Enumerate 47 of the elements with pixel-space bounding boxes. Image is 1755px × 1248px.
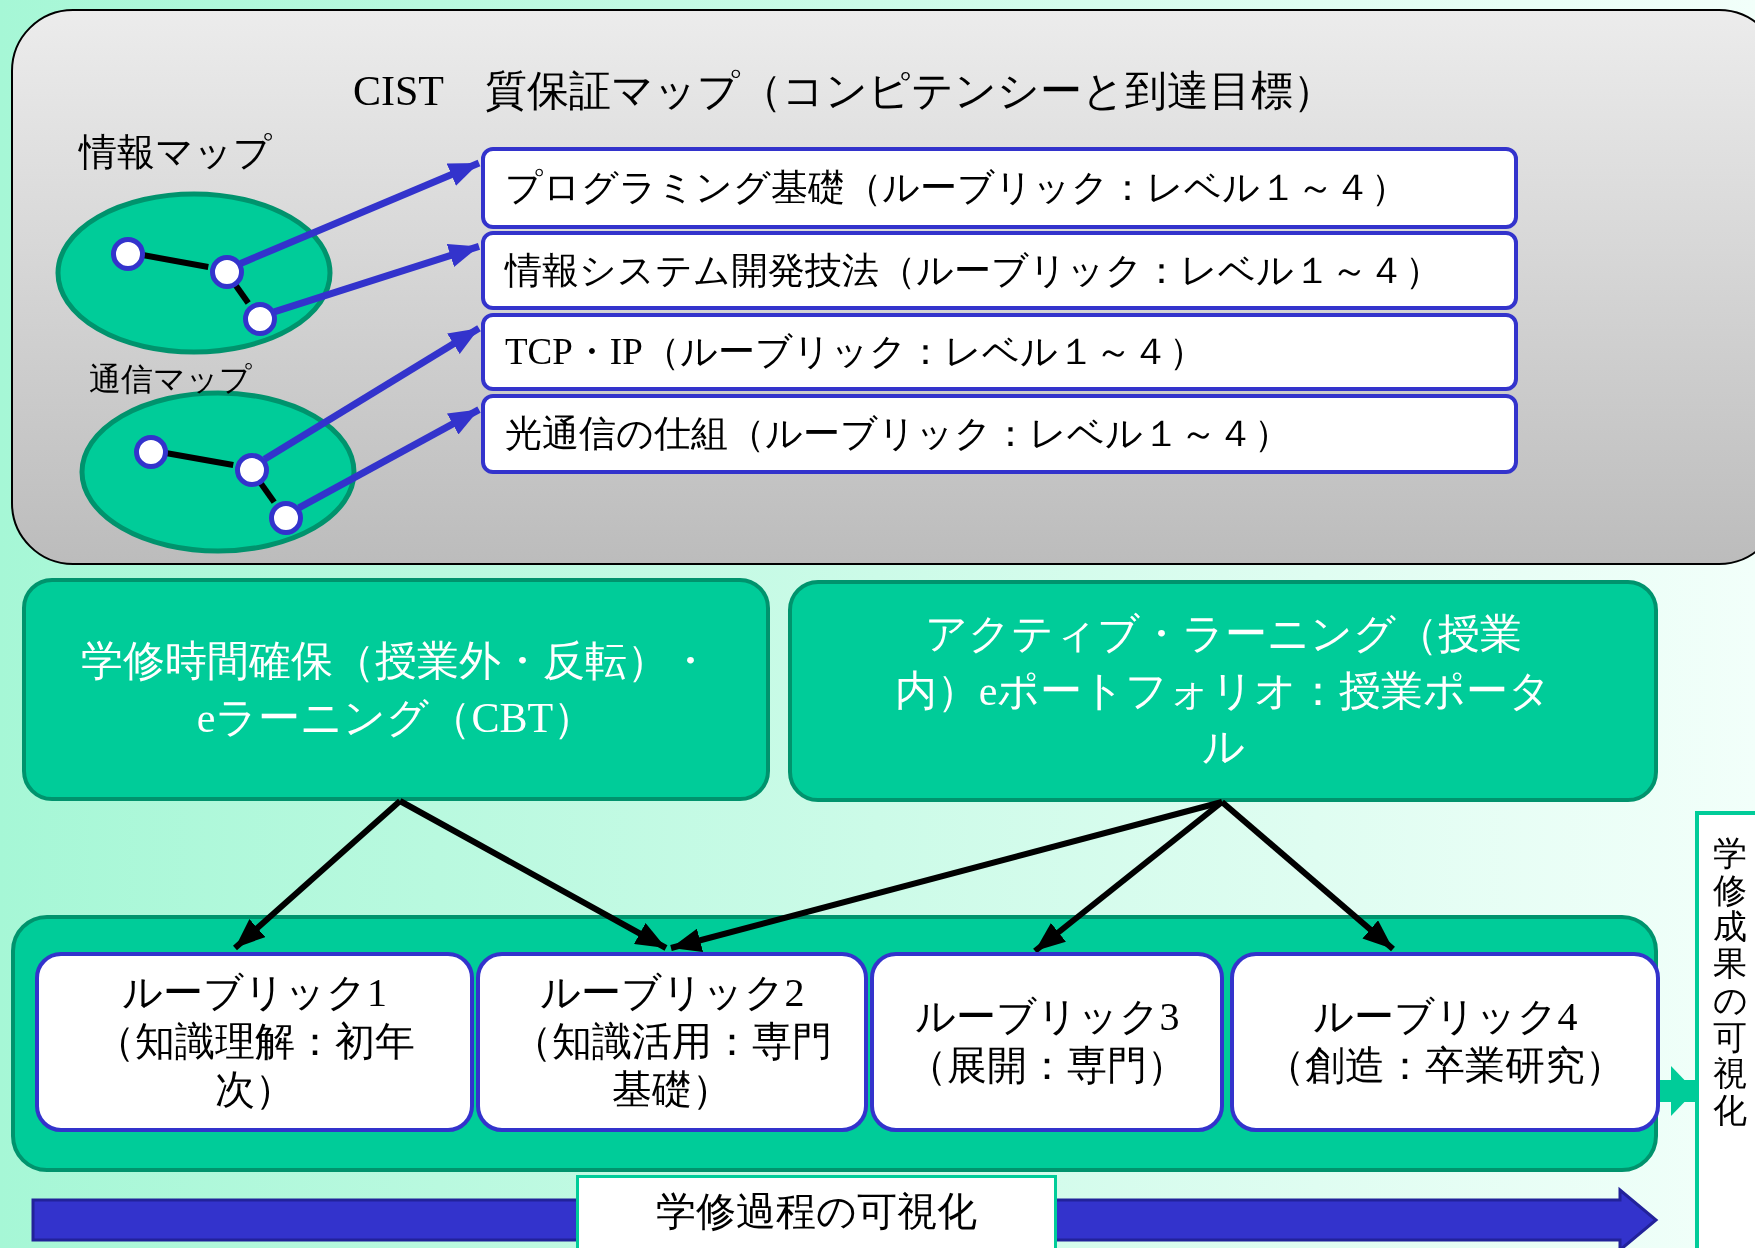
panel-title: CIST 質保証マップ（コンピテンシーと到達目標） — [353, 67, 1336, 116]
block-arrow — [1658, 1066, 1695, 1116]
course-label: 光通信の仕組（ルーブリック：レベル１～４） — [505, 412, 1291, 456]
map-label: 情報マップ — [79, 129, 272, 176]
connector-line — [142, 252, 209, 270]
course-box — [481, 231, 1518, 310]
arrow — [1033, 799, 1224, 954]
rubric-title: ルーブリック2 — [538, 968, 806, 1017]
map-panel — [11, 9, 1755, 565]
connector-line — [165, 450, 234, 468]
course-label: 情報システム開発技法（ルーブリック：レベル１～４） — [505, 248, 1442, 293]
course-label: プログラミング基礎（ルーブリック：レベル１～４） — [505, 166, 1408, 210]
method-label: 学修時間確保（授業外・反転）・eラーニング（CBT） — [80, 636, 712, 743]
arrow — [273, 243, 481, 316]
rubric-box — [1230, 952, 1660, 1132]
outcome-box — [1695, 811, 1755, 1248]
connector-line — [257, 480, 277, 504]
method-label: アクティブ・ラーニング（授業内）eポートフォリオ：授業ポータル — [893, 609, 1553, 773]
rubric-subtitle: （創造：卒業研究） — [1264, 1042, 1626, 1090]
rubric-subtitle: （知識理解：初年次） — [93, 1017, 416, 1115]
course-label: TCP・IP（ルーブリック：レベル１～４） — [505, 330, 1206, 374]
course-box — [481, 313, 1518, 391]
connector-line — [232, 282, 251, 305]
map-label: 通信マップ — [89, 359, 252, 400]
method-box — [788, 580, 1658, 802]
rubric-title: ルーブリック1 — [121, 968, 388, 1017]
course-box — [481, 394, 1518, 474]
arrow — [233, 798, 402, 951]
rubric-band — [11, 915, 1658, 1172]
method-box — [22, 578, 770, 801]
rubric-subtitle: （展開：専門） — [906, 1042, 1188, 1090]
arrow — [297, 406, 481, 511]
banner-label: 学修過程の可視化 — [656, 1187, 977, 1236]
course-box — [481, 147, 1518, 229]
rubric-box — [476, 952, 868, 1132]
arrow — [262, 325, 481, 463]
rubric-title: ルーブリック3 — [913, 993, 1181, 1042]
banner-box — [576, 1175, 1057, 1248]
rubric-box — [870, 952, 1224, 1132]
arrow — [670, 799, 1223, 952]
rubric-box — [35, 952, 474, 1132]
rubric-title: ルーブリック4 — [1311, 993, 1579, 1042]
arrow — [1220, 799, 1395, 952]
rubric-subtitle: （知識活用：専門基礎） — [511, 1017, 833, 1115]
arrow — [239, 159, 481, 267]
arrow — [398, 798, 668, 951]
outcome-label: 学修成果の可視化 — [1713, 835, 1749, 1129]
